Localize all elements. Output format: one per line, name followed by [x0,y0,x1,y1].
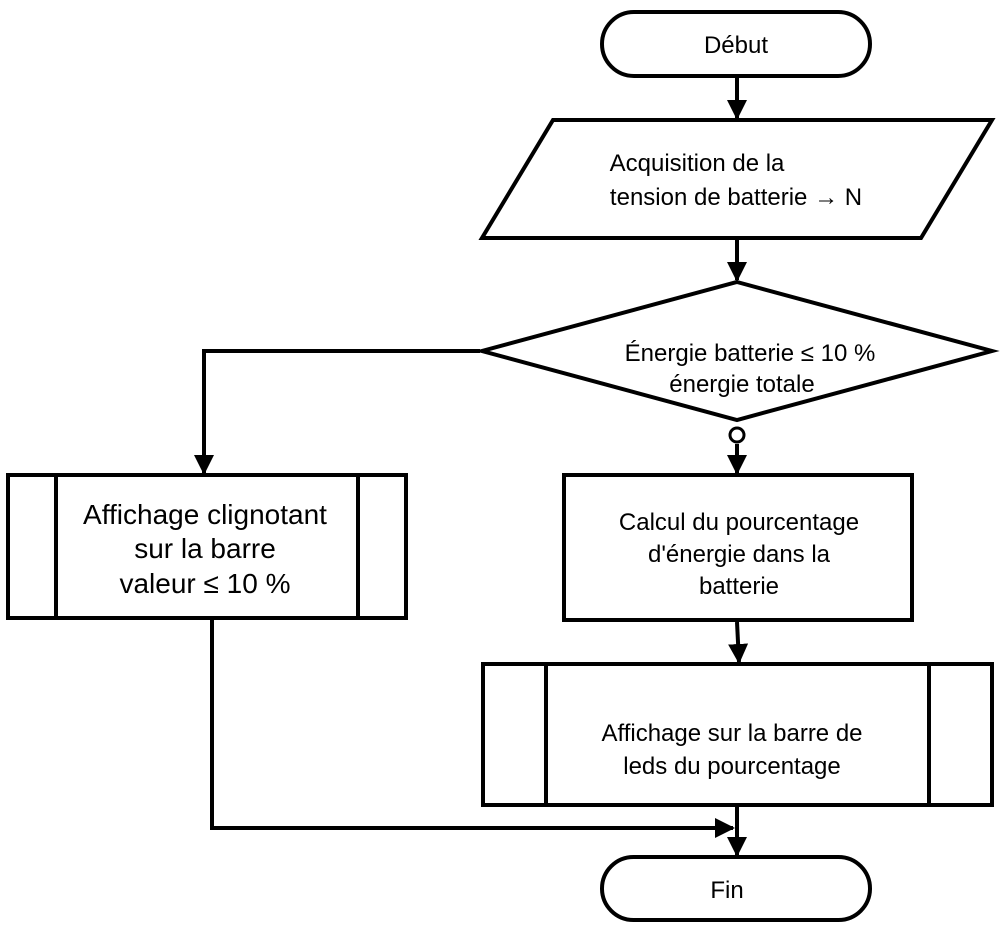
calculation-process [562,473,914,622]
decision-diamond [474,279,1000,423]
blink-display-label-line3: valeur ≤ 10 % [119,568,290,599]
start-label: Début [704,32,768,59]
start-terminator [600,10,872,78]
calculation-label-line1: Calcul du pourcentage [619,509,859,536]
input-parallelogram [478,118,996,240]
input-label-line1: Acquisition de la [610,150,785,177]
bar-display-process [481,662,994,807]
bar-display-label-line1: Affichage sur la barre de [601,720,862,747]
blink-display-label-line2: sur la barre [134,533,276,564]
decision-label-line2: énergie totale [669,371,814,398]
calculation-label-line2: d'énergie dans la [648,541,831,568]
connector-blink-display-to-end [210,620,735,838]
blink-display-process [6,473,408,620]
connector-calculation-to-bar-display [728,621,749,664]
end-terminator [600,855,872,922]
calculation-label-line3: batterie [699,573,779,600]
bar-display-label-line2: leds du pourcentage [623,753,841,780]
end-label: Fin [710,877,743,904]
blink-display-label-line1: Affichage clignotant [83,499,327,530]
input-label-line2: tension de batterie → N [610,184,862,211]
decision-label-line1: Énergie batterie ≤ 10 % [625,340,876,367]
decision-no-branch-marker [728,426,746,444]
connector-decision-to-blink-display [194,349,480,475]
